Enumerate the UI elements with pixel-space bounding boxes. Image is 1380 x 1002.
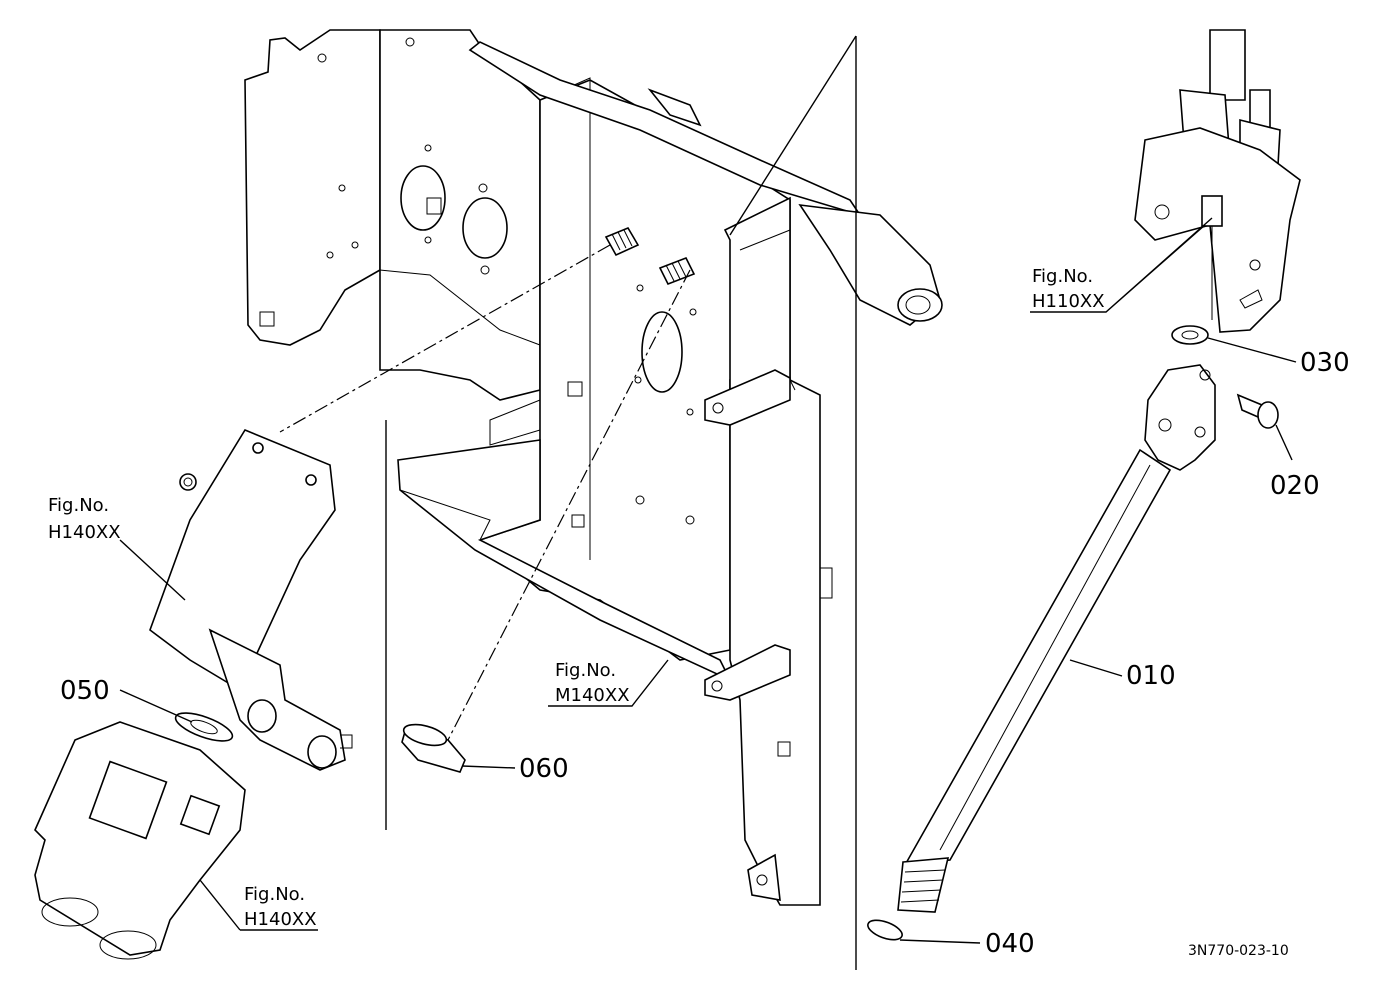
part-label-010: 010 [1126,661,1176,691]
bushing-060 [401,723,466,773]
leader-040 [899,939,981,944]
stud-bolt-upper [604,226,640,257]
leader-020 [1275,424,1293,461]
fig-ref-h140-lower-title: Fig.No. [244,884,305,905]
fig-ref-h140-lower-code: H140XX [244,909,317,930]
fig-ref-h140-upper-code: H140XX [48,522,121,543]
steering-column-pillar [704,196,833,906]
circlip-040 [867,919,903,941]
stud-bolt-lower [658,256,696,286]
rear-frame-plate [244,29,381,346]
part-label-030: 030 [1300,348,1350,378]
floor-plate [397,399,732,682]
fig-ref-m140-code: M140XX [555,685,630,706]
leader-060 [461,765,516,769]
main-bulkhead-plate [379,29,541,401]
fig-ref-h140-upper-title: Fig.No. [48,495,109,516]
upper-steering-bracket [1134,29,1301,333]
leader-h140-upper [119,539,186,601]
cover-bracket [149,429,353,771]
leader-010 [1069,659,1123,677]
drawing-code: 3N770-023-10 [1188,943,1289,959]
fig-ref-m140-title: Fig.No. [555,660,616,681]
alignment-line-bolt [279,244,611,433]
steering-shaft-010 [897,364,1216,913]
washer-030 [1171,325,1209,345]
part-label-040: 040 [985,929,1035,959]
fig-ref-h110-code: H110XX [1032,291,1105,312]
plane-line-diag [729,35,857,236]
upper-linkage [468,41,943,326]
part-label-060: 060 [519,754,569,784]
steering-unit [34,721,246,960]
leader-030 [1207,337,1297,363]
part-label-020: 020 [1270,471,1320,501]
leader-m140 [548,659,669,707]
leader-h140-lower [199,879,318,931]
part-label-050: 050 [60,676,110,706]
leader-h110 [1030,217,1213,313]
alignment-line-bushing [447,269,691,741]
leader-050 [119,689,193,723]
bolt-020 [1236,393,1279,429]
fig-ref-h110-title: Fig.No. [1032,266,1093,287]
washer-050 [174,712,234,742]
